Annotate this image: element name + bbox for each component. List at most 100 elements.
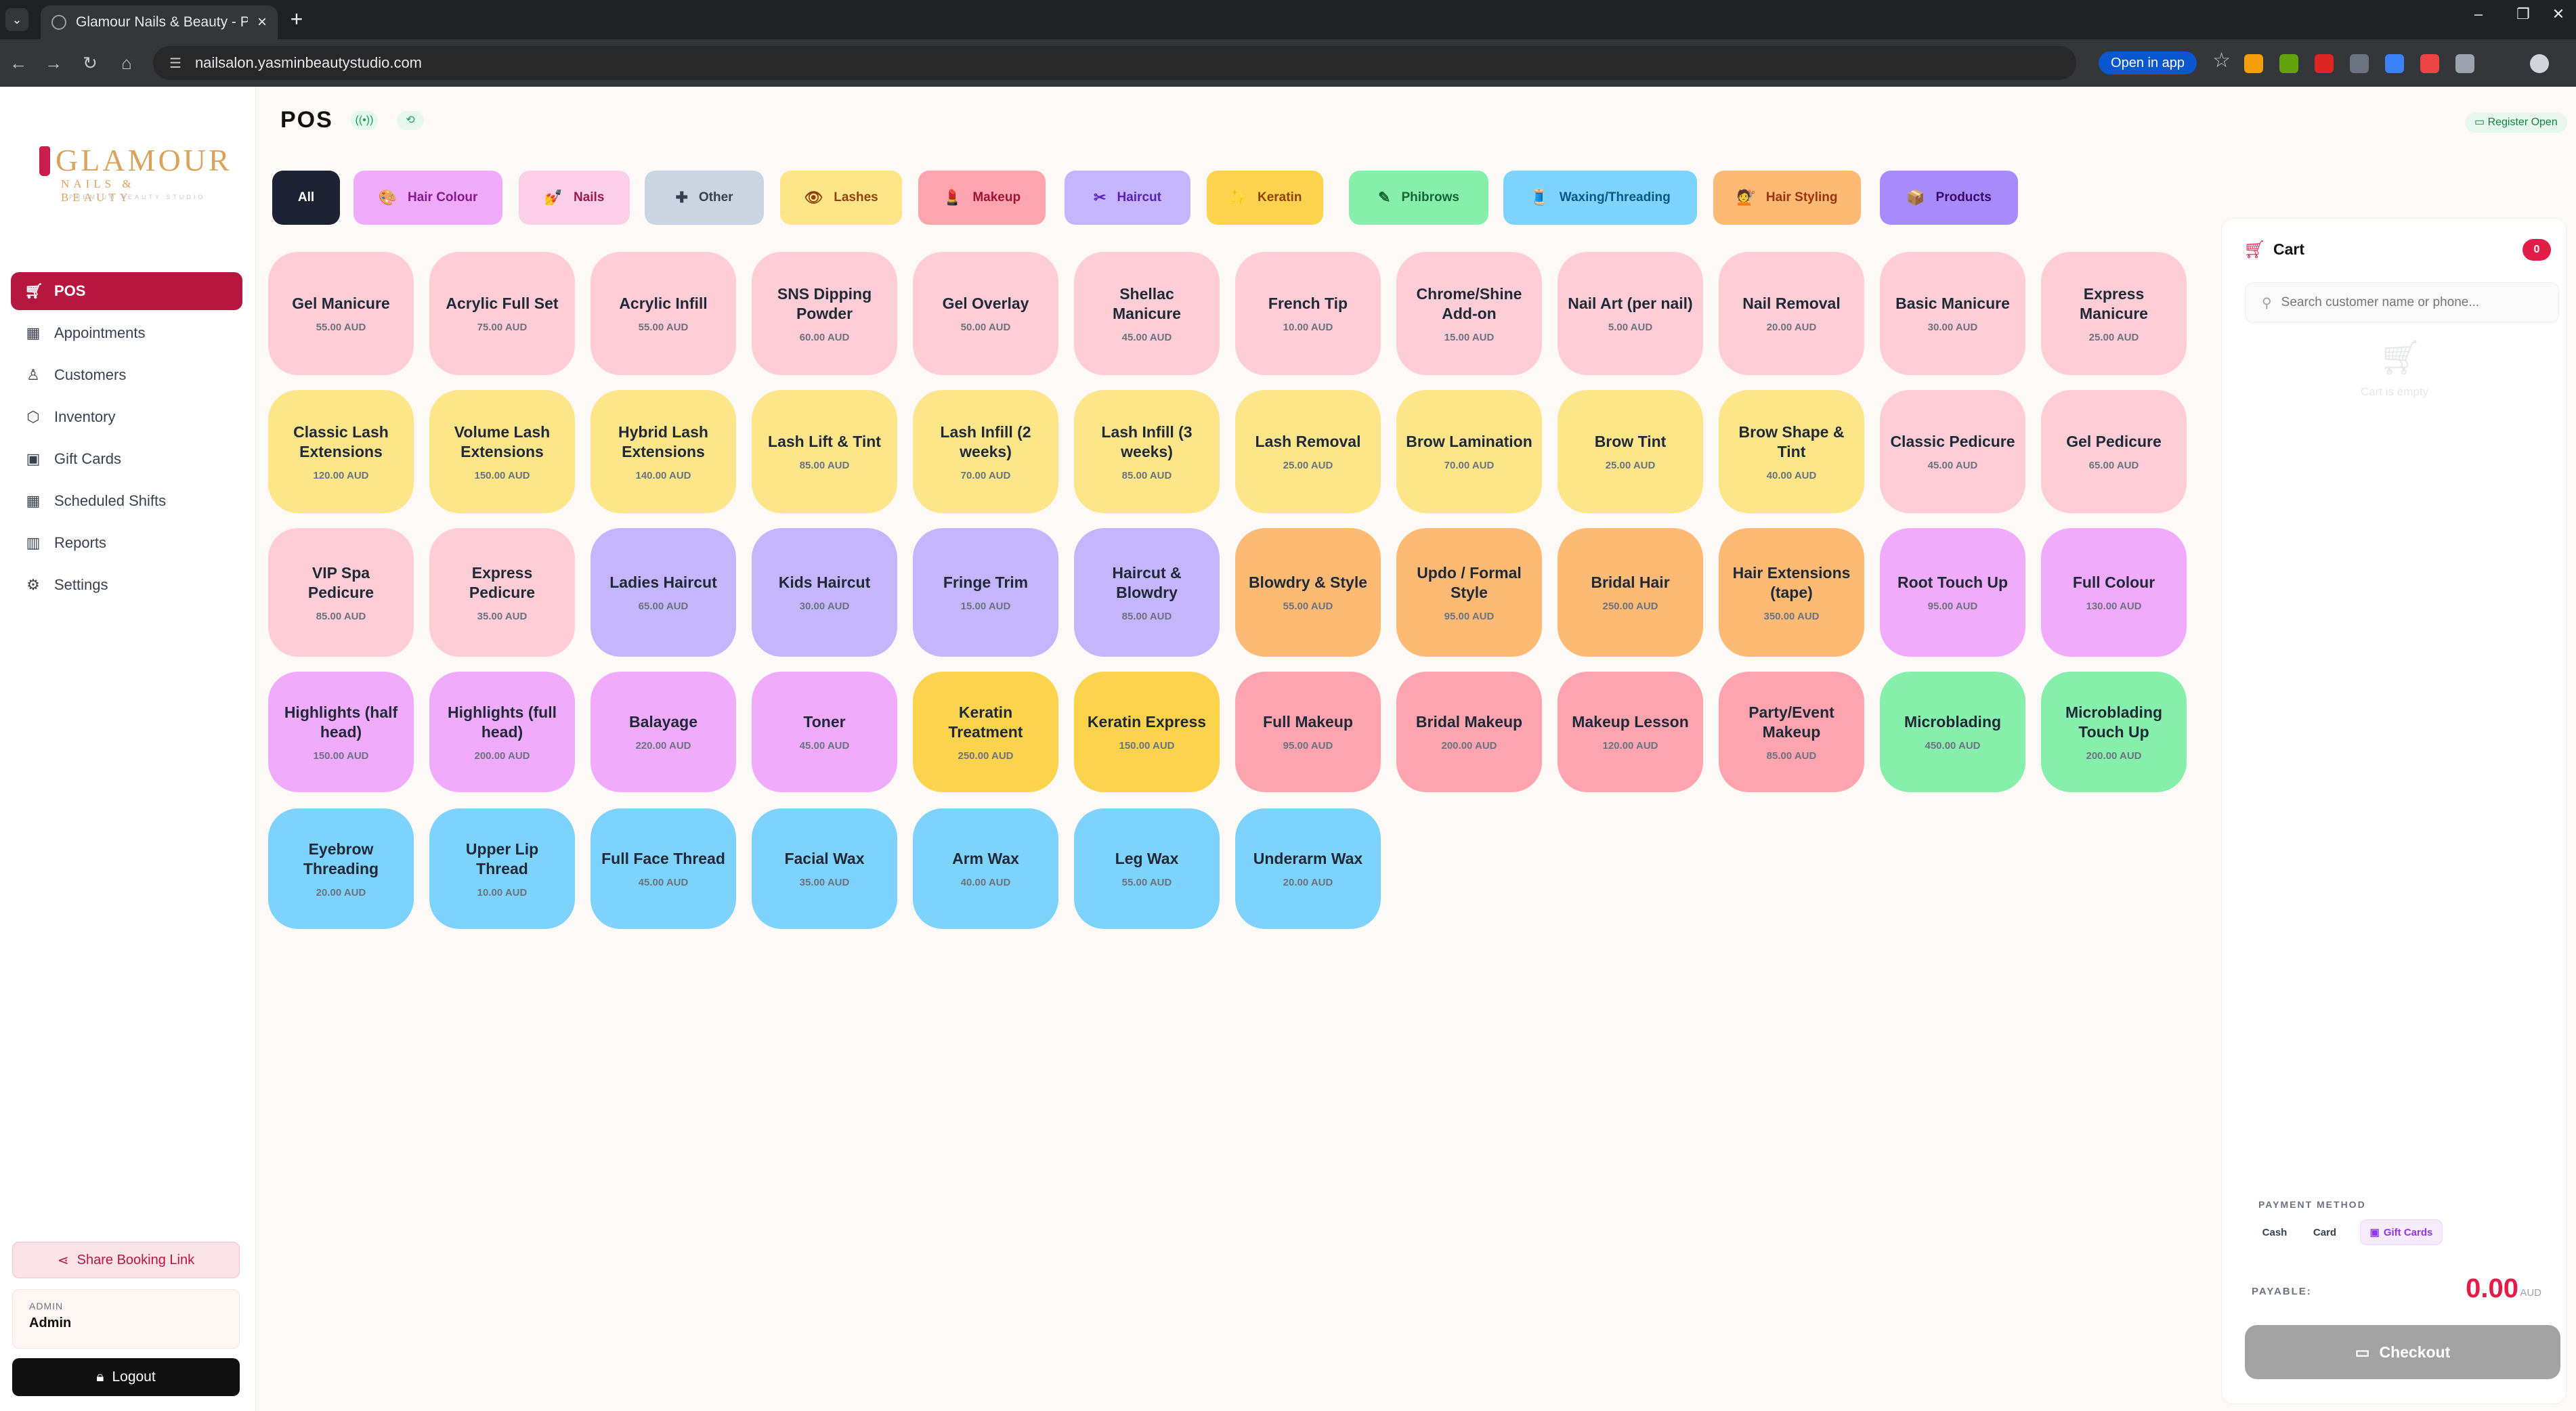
- service-tile[interactable]: Lash Infill (2 weeks)70.00 AUD: [913, 390, 1058, 513]
- category-lashes[interactable]: 👁Lashes: [780, 171, 902, 225]
- category-waxing-threading[interactable]: 🧵Waxing/Threading: [1503, 171, 1697, 225]
- reload-icon[interactable]: ↻: [83, 53, 98, 73]
- category-nails[interactable]: 💅Nails: [519, 171, 630, 225]
- open-in-app-button[interactable]: Open in app: [2099, 51, 2197, 74]
- sidebar-item-reports[interactable]: ▥ Reports: [11, 524, 242, 562]
- sidebar-item-appointments[interactable]: ▦ Appointments: [11, 314, 242, 352]
- extensions-puzzle-icon[interactable]: [2455, 54, 2474, 73]
- category-all[interactable]: All: [272, 171, 340, 225]
- payment-gift-cards-button[interactable]: ▣Gift Cards: [2360, 1219, 2443, 1245]
- service-tile[interactable]: Highlights (full head)200.00 AUD: [429, 672, 575, 792]
- customer-search[interactable]: ⚲: [2245, 282, 2559, 323]
- logout-button[interactable]: 🔒︎ Logout: [12, 1358, 240, 1396]
- extension-icon[interactable]: [2315, 54, 2334, 73]
- category-haircut[interactable]: ✂Haircut: [1065, 171, 1190, 225]
- category-keratin[interactable]: ✨Keratin: [1207, 171, 1323, 225]
- sidebar-item-scheduled-shifts[interactable]: ▦ Scheduled Shifts: [11, 482, 242, 520]
- category-other[interactable]: ✚Other: [645, 171, 764, 225]
- sidebar-item-settings[interactable]: ⚙ Settings: [11, 566, 242, 604]
- close-window-icon[interactable]: ✕: [2552, 5, 2565, 22]
- payment-cash-button[interactable]: Cash: [2262, 1226, 2288, 1238]
- customer-search-input[interactable]: [2281, 295, 2539, 310]
- extension-icon[interactable]: [2350, 54, 2369, 73]
- category-hair-colour[interactable]: 🎨Hair Colour: [353, 171, 502, 225]
- tab-search-button[interactable]: ⌄: [5, 8, 28, 31]
- sidebar-item-customers[interactable]: ♙ Customers: [11, 356, 242, 394]
- checkout-button[interactable]: ▭ Checkout: [2245, 1325, 2560, 1379]
- sidebar-item-pos[interactable]: 🛒︎ POS: [11, 272, 242, 310]
- site-info-icon[interactable]: ☰: [169, 56, 181, 71]
- profile-avatar[interactable]: [2530, 54, 2549, 73]
- extension-icon[interactable]: [2244, 54, 2263, 73]
- sidebar-item-gift-cards[interactable]: ▣ Gift Cards: [11, 440, 242, 478]
- extension-icon[interactable]: [2385, 54, 2404, 73]
- home-icon[interactable]: ⌂: [121, 53, 132, 73]
- address-bar[interactable]: ☰ nailsalon.yasminbeautystudio.com: [153, 46, 2076, 80]
- service-tile[interactable]: Lash Infill (3 weeks)85.00 AUD: [1074, 390, 1220, 513]
- category-makeup[interactable]: 💄Makeup: [918, 171, 1046, 225]
- share-booking-link-button[interactable]: ⋖ Share Booking Link: [12, 1242, 240, 1278]
- payment-card-button[interactable]: Card: [2313, 1226, 2337, 1238]
- bookmark-star-icon[interactable]: ☆: [2212, 49, 2231, 72]
- extension-icon[interactable]: [2420, 54, 2439, 73]
- category-products[interactable]: 📦Products: [1880, 171, 2018, 225]
- extension-icon[interactable]: [2279, 54, 2298, 73]
- register-status-badge[interactable]: ▭ Register Open: [2465, 112, 2567, 133]
- sidebar-item-inventory[interactable]: ⬡ Inventory: [11, 398, 242, 436]
- forward-icon[interactable]: →: [45, 53, 62, 73]
- category-phibrows[interactable]: ✎Phibrows: [1349, 171, 1488, 225]
- service-tile[interactable]: Highlights (half head)150.00 AUD: [268, 672, 414, 792]
- close-icon[interactable]: ×: [257, 13, 267, 31]
- service-tile[interactable]: Hair Extensions (tape)350.00 AUD: [1719, 528, 1864, 657]
- browser-tab[interactable]: Glamour Nails & Beauty - POS ×: [41, 5, 278, 39]
- restore-icon[interactable]: ❐: [2516, 5, 2530, 22]
